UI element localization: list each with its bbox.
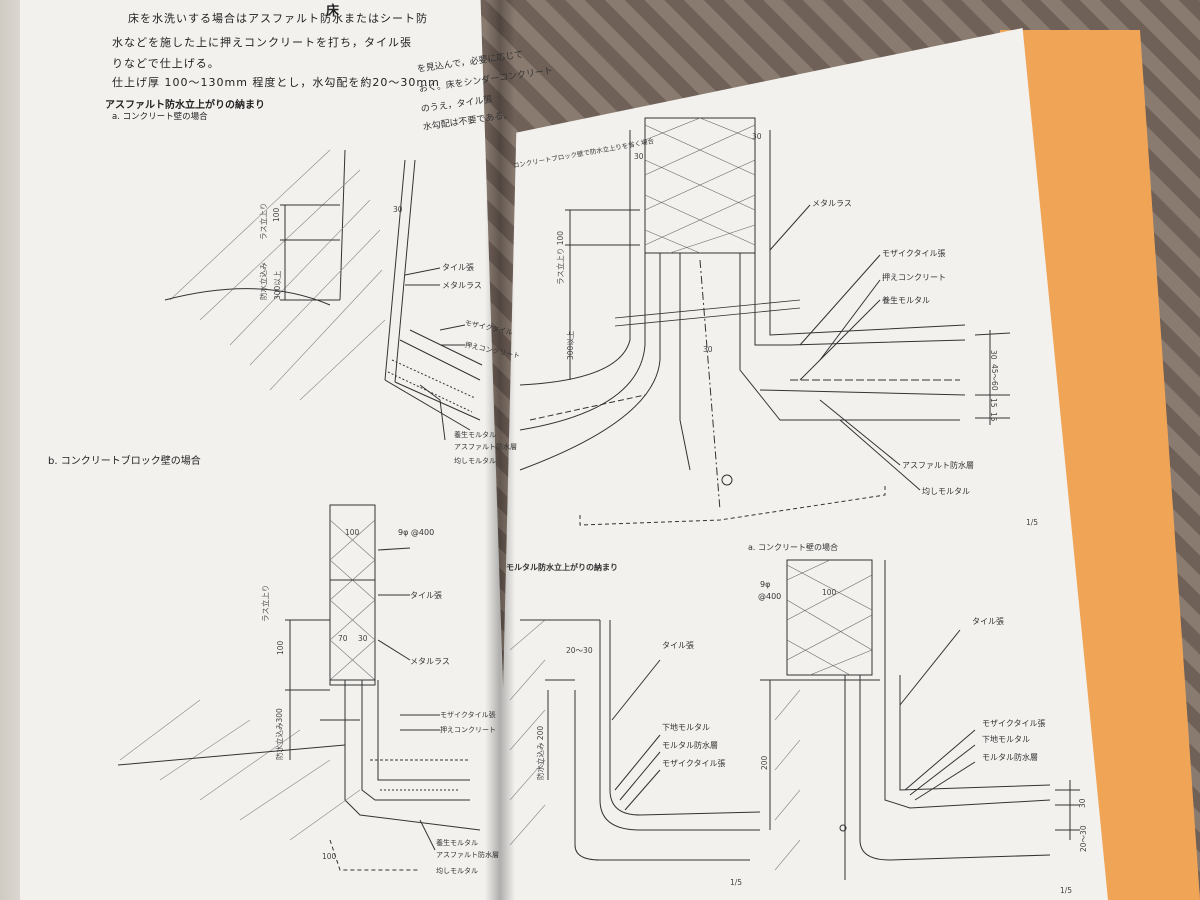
rt-dim-30b: 30 — [752, 132, 762, 141]
a2-dim-200: 200 — [760, 755, 769, 770]
rt-label-lath: メタルラス — [812, 199, 852, 208]
b-label-rebar: 9φ @400 — [398, 528, 435, 537]
rt-label-press: 押えコンクリート — [882, 273, 946, 282]
rt-label-cure: 養生モルタル — [882, 296, 930, 305]
left-page — [20, 0, 510, 900]
left-body-line-2: 水などを施した上に押えコンクリートを打ち，タイル張 — [112, 36, 412, 49]
wall-a-outline — [339, 149, 346, 301]
a-label-cure: 養生モルタル — [454, 431, 496, 439]
rt-scale: 1/5 — [1026, 518, 1039, 527]
a2-dim-100: 100 — [822, 588, 837, 597]
b-label-lath: メタルラス — [410, 657, 450, 666]
section-a-subheading: a. コンクリート壁の場合 — [112, 112, 208, 122]
mortar-dim-embed: 防水立込み 200 — [536, 725, 545, 780]
left-header-fragment: 床 — [326, 4, 340, 19]
block-wall-b — [329, 504, 376, 686]
a-label-asphalt: アスファルト防水層 — [454, 443, 517, 451]
rt-dim-lath-rise: ラス立上り 100 — [556, 230, 565, 285]
left-body-line-3: りなどで仕上げる。 — [112, 57, 220, 70]
b-dim-lath-rise: ラス立上り — [261, 584, 270, 622]
b-dim-base-100: 100 — [322, 852, 337, 861]
a-label-leveling: 均しモルタル — [454, 457, 496, 465]
b-dim-70: 70 — [338, 634, 348, 643]
a2-label-tile: タイル張 — [972, 617, 1004, 626]
a2-label-rebar1: 9φ — [760, 580, 771, 589]
a2-block-wall — [786, 559, 873, 676]
b-label-press: 押えコンクリート — [440, 726, 496, 734]
b-dim-lath-rise-val: 100 — [276, 640, 285, 655]
mortar-wall-outline — [599, 620, 760, 831]
top-block-wall — [644, 117, 756, 254]
section-b-heading: b. コンクリートブロック壁の場合 — [48, 456, 201, 467]
mortar-heading: モルタル防水立上がりの納まり — [506, 563, 618, 572]
mortar-scale: 1/5 — [730, 878, 743, 887]
b-label-mosaic: モザイクタイル張 — [440, 711, 496, 719]
a2-scale: 1/5 — [1060, 886, 1073, 895]
rt-dim-15b: 15 — [989, 412, 998, 422]
rt-dim-30a: 30 — [634, 152, 644, 161]
section-a-heading: アスファルト防水立上がりの納まり — [105, 100, 265, 111]
b-dim-wp-embed: 防水立込み300 — [275, 708, 284, 760]
rt-label-asphalt: アスファルト防水層 — [902, 461, 974, 470]
a-dim-wp-embed: 防水立込み — [259, 262, 268, 301]
left-body-line-1: 床を水洗いする場合はアスファルト防水またはシート防 — [128, 12, 428, 25]
mortar-label-mosaic: モザイクタイル張 — [662, 759, 726, 768]
a2-label-mosaic: モザイクタイル張 — [982, 719, 1046, 728]
a2-label-rebar2: @400 — [758, 592, 782, 601]
rt-label-mosaic: モザイクタイル張 — [882, 249, 946, 258]
rt-dim-15a: 15 — [989, 398, 998, 408]
mortar-dim-20: 20～30 — [566, 646, 593, 655]
a2-heading: a. コンクリート壁の場合 — [748, 543, 838, 552]
b-dim-30: 30 — [358, 634, 368, 643]
rt-dim-30c: 30 — [703, 345, 713, 354]
rt-label-leveling: 均しモルタル — [922, 487, 970, 496]
rt-dim-embed: 300以上 — [566, 330, 575, 360]
b-label-leveling: 均しモルタル — [436, 867, 478, 875]
rt-dim-45: 45～60 — [990, 364, 999, 391]
a-dim-thick: 30 — [393, 205, 403, 214]
mortar-label-base: 下地モルタル — [662, 723, 710, 732]
b-label-cure: 養生モルタル — [436, 839, 478, 847]
a-label-lath: メタルラス — [442, 281, 482, 290]
a2-dim-20: 20～30 — [1079, 825, 1088, 852]
mortar-label-tile: タイル張 — [662, 641, 694, 650]
a-label-tile: タイル張 — [442, 263, 474, 272]
rt-dim-30r: 30 — [989, 350, 998, 360]
a2-label-base: 下地モルタル — [982, 735, 1030, 744]
a-dim-lath-rise: ラス立上り — [259, 202, 268, 240]
a-dim-lath-rise-val: 100 — [272, 207, 281, 222]
a-dim-wp-embed-val: 300以上 — [273, 270, 282, 300]
left-body-line-4: 仕上げ厚 100～130mm 程度とし，水勾配を約20～30mm — [112, 76, 440, 89]
a2-dim-30: 30 — [1078, 798, 1087, 808]
mortar-label-mwp: モルタル防水層 — [662, 741, 718, 750]
b-label-tile: タイル張 — [410, 591, 442, 600]
a2-label-mwp: モルタル防水層 — [982, 753, 1038, 762]
b-dim-100: 100 — [345, 528, 360, 537]
b-label-asphalt: アスファルト防水層 — [436, 851, 499, 859]
